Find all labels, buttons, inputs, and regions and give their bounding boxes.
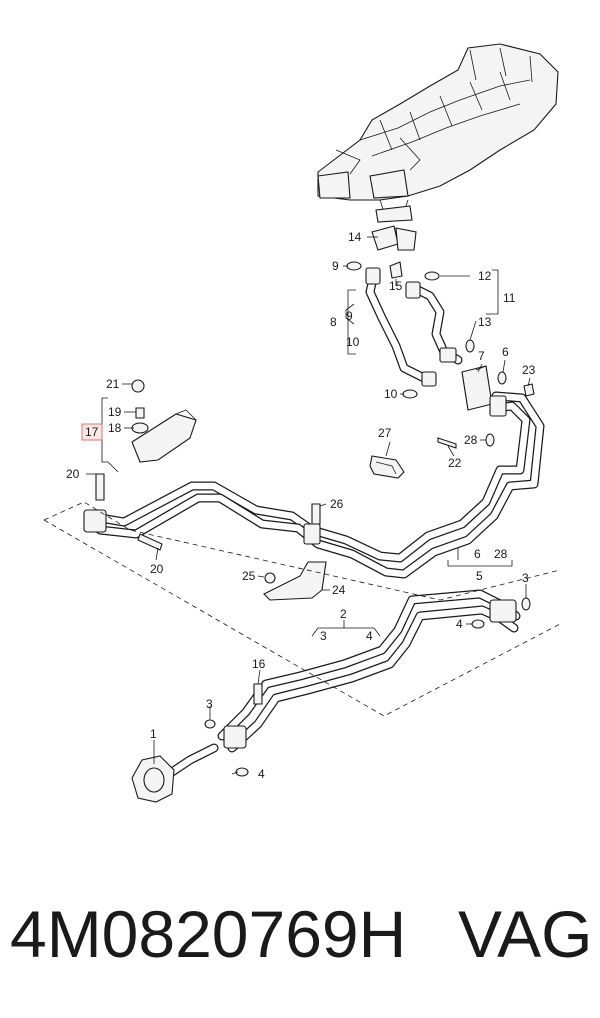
callout-labels: 14 9 15 12 11 9 8 13 10 7 6 23 10 21 19 … [66, 230, 536, 781]
callout-15: 15 [389, 279, 403, 293]
o-ring-4-right [471, 619, 485, 629]
callout-16: 16 [252, 657, 266, 671]
callout-19: 19 [108, 405, 122, 419]
braces [101, 269, 513, 637]
callout-9a: 9 [332, 259, 339, 273]
callout-3a: 3 [320, 629, 327, 643]
pipe-line-5 [83, 391, 545, 579]
brand-label: VAG [458, 897, 593, 971]
bolt-20-upper [95, 473, 105, 501]
callout-27: 27 [378, 426, 392, 440]
callout-20a: 20 [66, 467, 80, 481]
o-ring-28 [485, 433, 495, 447]
callout-21: 21 [106, 377, 120, 391]
bracket-24 [263, 561, 327, 601]
upper-lines [365, 267, 463, 387]
callout-18: 18 [108, 421, 122, 435]
callout-11: 11 [503, 291, 516, 305]
callout-10a: 10 [346, 335, 360, 349]
callout-13: 13 [478, 315, 492, 329]
grommet-14 [371, 225, 417, 251]
bolt-22 [437, 437, 457, 449]
bracket-17 [131, 379, 197, 463]
o-ring-4-left [235, 767, 249, 777]
o-ring-3-left [204, 719, 216, 729]
callout-23: 23 [522, 363, 536, 377]
callout-26: 26 [330, 497, 344, 511]
highlight-17 [81, 423, 103, 441]
assembly-outline-upper [43, 501, 561, 601]
callout-7: 7 [478, 349, 485, 363]
callout-12: 12 [478, 269, 492, 283]
callout-10b: 10 [384, 387, 398, 401]
callout-3c: 3 [522, 571, 529, 585]
callout-28a: 28 [464, 433, 478, 447]
callout-28b: 28 [494, 547, 508, 561]
nut-23 [523, 383, 535, 397]
grommet-18 [131, 422, 149, 434]
callout-4b: 4 [258, 767, 265, 781]
bolt-19 [135, 407, 145, 419]
callout-6b: 6 [474, 547, 481, 561]
pipe-line-2 [217, 589, 521, 753]
callout-14: 14 [348, 230, 362, 244]
callout-2: 2 [340, 607, 347, 621]
nut-25 [264, 572, 276, 584]
callout-4a: 4 [366, 629, 373, 643]
o-ring-3-right [521, 597, 531, 611]
o-ring-6 [497, 371, 507, 385]
caption: 4M0820769H VAG [0, 896, 600, 976]
hvac-housing [317, 43, 559, 223]
nut-21 [131, 379, 145, 393]
assembly-outline-lower [43, 519, 561, 717]
o-rings-upper [346, 261, 475, 399]
callout-8: 8 [330, 315, 337, 329]
callout-24: 24 [332, 583, 346, 597]
bolt-20-lower [137, 533, 163, 551]
bolt-16 [253, 683, 263, 705]
callout-20b: 20 [150, 562, 164, 576]
flange-1 [131, 743, 219, 803]
callout-4c: 4 [456, 617, 463, 631]
callout-25: 25 [242, 569, 256, 583]
callout-22: 22 [448, 456, 462, 470]
callout-1: 1 [150, 727, 157, 741]
grommet-15 [389, 261, 403, 279]
callout-3b: 3 [206, 697, 213, 711]
callout-9b: 9 [346, 309, 353, 323]
callout-6a: 6 [502, 345, 509, 359]
sensor-27 [369, 455, 405, 479]
expansion-valve-7 [461, 365, 493, 411]
part-number-label: 4M0820769H [10, 897, 407, 971]
leader-lines [86, 236, 531, 775]
bolt-26 [311, 503, 321, 525]
callout-17: 17 [85, 425, 99, 439]
callout-5: 5 [476, 569, 483, 583]
